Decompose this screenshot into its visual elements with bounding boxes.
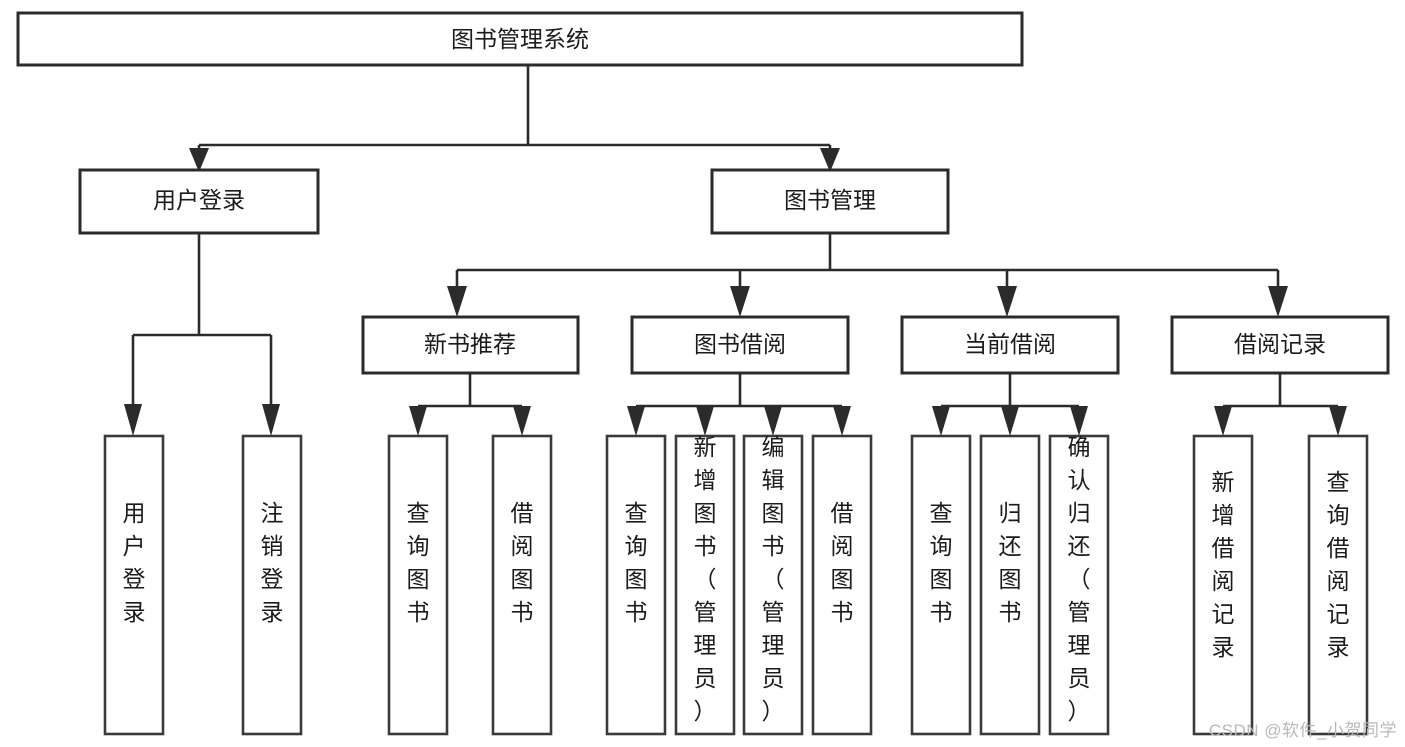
- arrow-user-leaf-1: [124, 404, 142, 436]
- leaf-record-1-box[interactable]: [1192, 434, 1254, 736]
- node-current-borrow-box[interactable]: [900, 315, 1120, 375]
- arrow-recommend-leaf-1: [409, 406, 427, 436]
- arrow-book-child-3: [997, 286, 1017, 317]
- node-new-book-recommend-box[interactable]: [361, 315, 580, 375]
- node-borrow-record-label: 借阅记录: [1234, 331, 1326, 357]
- node-book-borrow[interactable]: 图书借阅: [630, 315, 850, 375]
- leaf-current-1-box[interactable]: [910, 434, 972, 736]
- leaf-borrow-2-box[interactable]: [674, 434, 736, 736]
- leaf-borrow-3-box[interactable]: [742, 434, 804, 736]
- leaf-borrow-1[interactable]: 查询图书: [605, 434, 667, 736]
- leaf-current-3-box[interactable]: [1048, 434, 1110, 736]
- leaf-recommend-2-box[interactable]: [491, 434, 553, 736]
- leaf-current-3[interactable]: 确认归还（管理员）: [1048, 434, 1110, 736]
- leaf-record-2-label: 查询借阅记录: [1327, 469, 1350, 660]
- leaf-user-login-2[interactable]: 注销登录: [241, 434, 303, 736]
- leaf-current-1-label: 查询图书: [930, 500, 953, 625]
- leaf-current-1[interactable]: 查询图书: [910, 434, 972, 736]
- node-new-book-recommend-label: 新书推荐: [424, 331, 516, 357]
- leaf-current-3-label: 确认归还（管理员）: [1068, 434, 1091, 724]
- leaf-recommend-2[interactable]: 借阅图书: [491, 434, 553, 736]
- leaf-record-1[interactable]: 新增借阅记录: [1192, 434, 1254, 736]
- leaf-record-2-box[interactable]: [1307, 434, 1369, 736]
- arrow-record-leaf-1: [1214, 406, 1232, 436]
- leaf-borrow-1-box[interactable]: [605, 434, 667, 736]
- leaf-recommend-1[interactable]: 查询图书: [387, 434, 449, 736]
- leaf-borrow-4-box[interactable]: [811, 434, 873, 736]
- leaf-user-login-1-label: 用户登录: [123, 500, 146, 625]
- leaf-borrow-2-label: 新增图书（管理员）: [694, 434, 717, 724]
- leaf-recommend-1-label: 查询图书: [407, 500, 430, 625]
- leaf-user-login-2-box[interactable]: [241, 434, 303, 736]
- node-book-borrow-box[interactable]: [630, 315, 850, 375]
- arrow-user-leaf-2: [262, 404, 280, 436]
- arrow-recommend-leaf-2: [513, 406, 531, 436]
- leaf-current-2[interactable]: 归还图书: [979, 434, 1041, 736]
- leaf-record-2[interactable]: 查询借阅记录: [1307, 434, 1369, 736]
- arrow-record-leaf-2: [1329, 406, 1347, 436]
- leaf-user-login-1[interactable]: 用户登录: [103, 434, 165, 736]
- leaf-recommend-1-box[interactable]: [387, 434, 449, 736]
- leaf-borrow-2[interactable]: 新增图书（管理员）: [674, 434, 736, 736]
- node-root-box[interactable]: [16, 11, 1024, 67]
- arrow-root-to-book: [820, 148, 840, 172]
- leaf-current-2-box[interactable]: [979, 434, 1041, 736]
- leaf-borrow-3[interactable]: 编辑图书（管理员）: [742, 434, 804, 736]
- leaf-borrow-3-label: 编辑图书（管理员）: [762, 434, 785, 724]
- arrow-current-leaf-1: [932, 406, 950, 436]
- node-book-management-label: 图书管理: [784, 187, 876, 213]
- node-book-management[interactable]: 图书管理: [710, 168, 950, 235]
- arrow-borrow-leaf-1: [627, 406, 645, 436]
- node-new-book-recommend[interactable]: 新书推荐: [361, 315, 580, 375]
- node-user-login-label: 用户登录: [153, 187, 245, 213]
- leaf-user-login-2-label: 注销登录: [261, 500, 284, 625]
- arrow-book-child-4: [1268, 286, 1288, 317]
- node-book-borrow-label: 图书借阅: [694, 331, 786, 357]
- arrow-book-child-2: [730, 286, 750, 317]
- leaf-user-login-1-box[interactable]: [103, 434, 165, 736]
- node-current-borrow-label: 当前借阅: [964, 331, 1056, 357]
- node-user-login-box[interactable]: [78, 168, 320, 235]
- node-borrow-record[interactable]: 借阅记录: [1170, 315, 1390, 375]
- arrow-root-to-user: [189, 148, 209, 172]
- node-root[interactable]: 图书管理系统: [16, 11, 1024, 67]
- arrow-current-leaf-2: [1001, 406, 1019, 436]
- arrow-borrow-leaf-4: [833, 406, 851, 436]
- edge-layer: [124, 65, 1347, 436]
- node-current-borrow[interactable]: 当前借阅: [900, 315, 1120, 375]
- node-borrow-record-box[interactable]: [1170, 315, 1390, 375]
- node-root-label: 图书管理系统: [451, 26, 589, 52]
- arrow-borrow-leaf-3: [764, 406, 782, 436]
- arrow-book-child-1: [447, 286, 467, 317]
- leaf-current-2-label: 归还图书: [999, 500, 1022, 625]
- node-book-management-box[interactable]: [710, 168, 950, 235]
- leaf-record-1-label: 新增借阅记录: [1212, 469, 1235, 660]
- arrow-current-leaf-3: [1070, 406, 1088, 436]
- leaf-borrow-4-label: 借阅图书: [831, 500, 854, 625]
- leaf-borrow-1-label: 查询图书: [625, 500, 648, 625]
- node-user-login[interactable]: 用户登录: [78, 168, 320, 235]
- arrow-borrow-leaf-2: [696, 406, 714, 436]
- leaf-recommend-2-label: 借阅图书: [511, 500, 534, 625]
- leaf-borrow-4[interactable]: 借阅图书: [811, 434, 873, 736]
